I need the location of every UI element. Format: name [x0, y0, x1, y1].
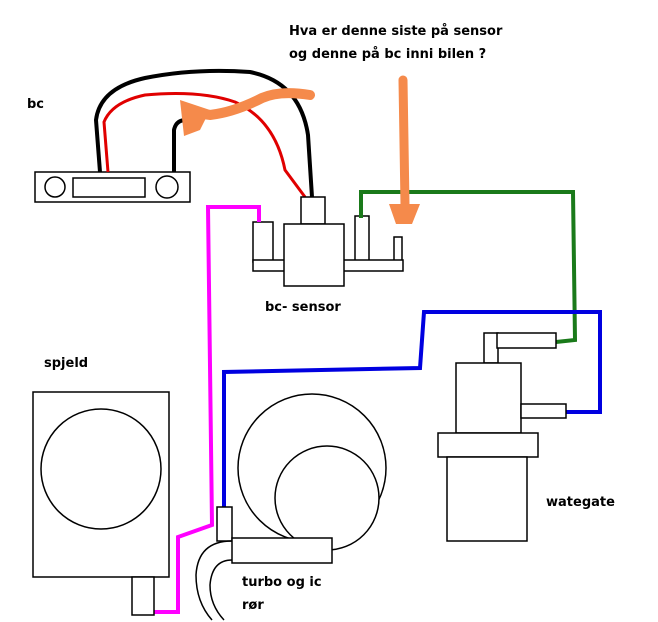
wastegate-blue-port: [520, 403, 567, 419]
bc-display: [72, 177, 146, 198]
orange-arrow-to-bc: [183, 88, 315, 121]
wategate-label: wategate: [546, 495, 615, 510]
blue-hose: [222, 310, 602, 507]
bc-sensor-label: bc- sensor: [265, 300, 341, 315]
bc-sensor-top-port: [300, 196, 326, 225]
bc-red-wire: [102, 92, 307, 198]
wastegate-top-nub: [483, 332, 499, 364]
orange-arrowhead-bc: [180, 100, 210, 136]
orange-arrow-to-sensor: [398, 75, 410, 210]
bc-sensor-right-port: [354, 215, 370, 263]
spjeld-port: [131, 576, 155, 616]
spjeld-label: spjeld: [44, 356, 89, 371]
turbo-label-line-1: turbo og ic: [242, 575, 322, 590]
bc-sensor: [252, 196, 404, 287]
turbo: [216, 393, 387, 564]
spjeld-circle: [40, 408, 162, 530]
magenta-hose: [132, 205, 261, 614]
bc-sensor-right-base: [342, 259, 404, 272]
spjeld: [32, 391, 170, 616]
bc-right-knob: [155, 175, 179, 199]
turbo-label-line-2: rør: [242, 598, 264, 613]
bc-unit: [34, 171, 191, 203]
green-hose: [359, 190, 578, 344]
pipe-bend-lines: [195, 540, 233, 621]
wastegate-actuator: [455, 362, 522, 434]
question-line-2: og denne på bc inni bilen ?: [289, 47, 487, 62]
wastegate: [437, 332, 567, 542]
turbo-port: [216, 506, 233, 542]
bc-sensor-small-nub: [393, 236, 403, 263]
bc-sensor-left-base: [252, 259, 286, 272]
orange-arrowhead-sensor: [389, 204, 420, 224]
wastegate-base: [446, 456, 528, 542]
bc-label: bc: [27, 97, 45, 112]
turbo-inner-circle: [274, 445, 380, 551]
wastegate-green-port: [496, 332, 557, 349]
bc-sensor-left-port: [252, 221, 274, 263]
bc-sensor-body: [283, 223, 345, 287]
question-line-1: Hva er denne siste på sensor: [289, 24, 503, 39]
bc-left-knob: [44, 176, 66, 198]
wastegate-cap: [437, 432, 539, 458]
ic-pipe: [231, 537, 333, 564]
